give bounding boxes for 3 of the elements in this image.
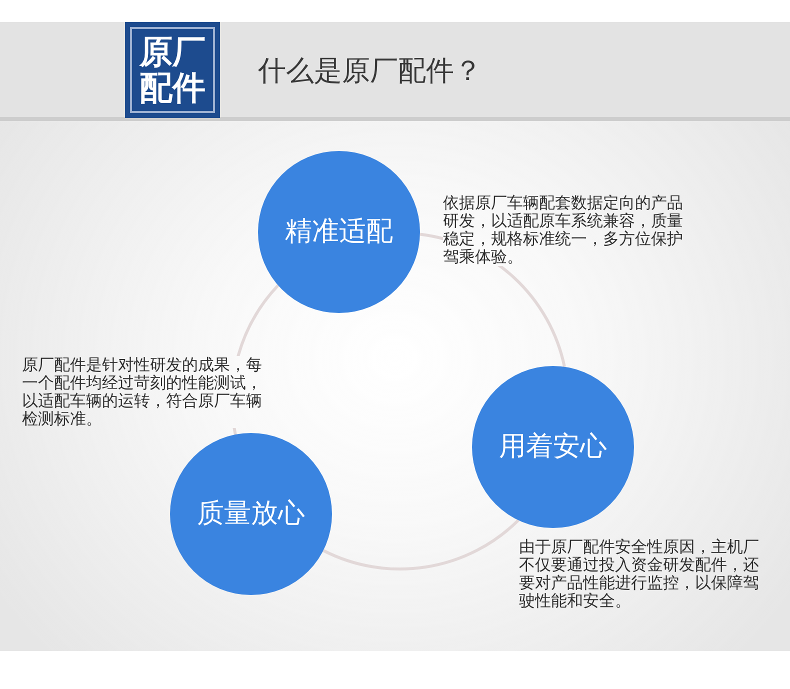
page-title: 什么是原厂配件？ [258, 53, 482, 89]
title-badge: 原厂配件 [125, 22, 220, 118]
ring-arc [322, 519, 520, 570]
